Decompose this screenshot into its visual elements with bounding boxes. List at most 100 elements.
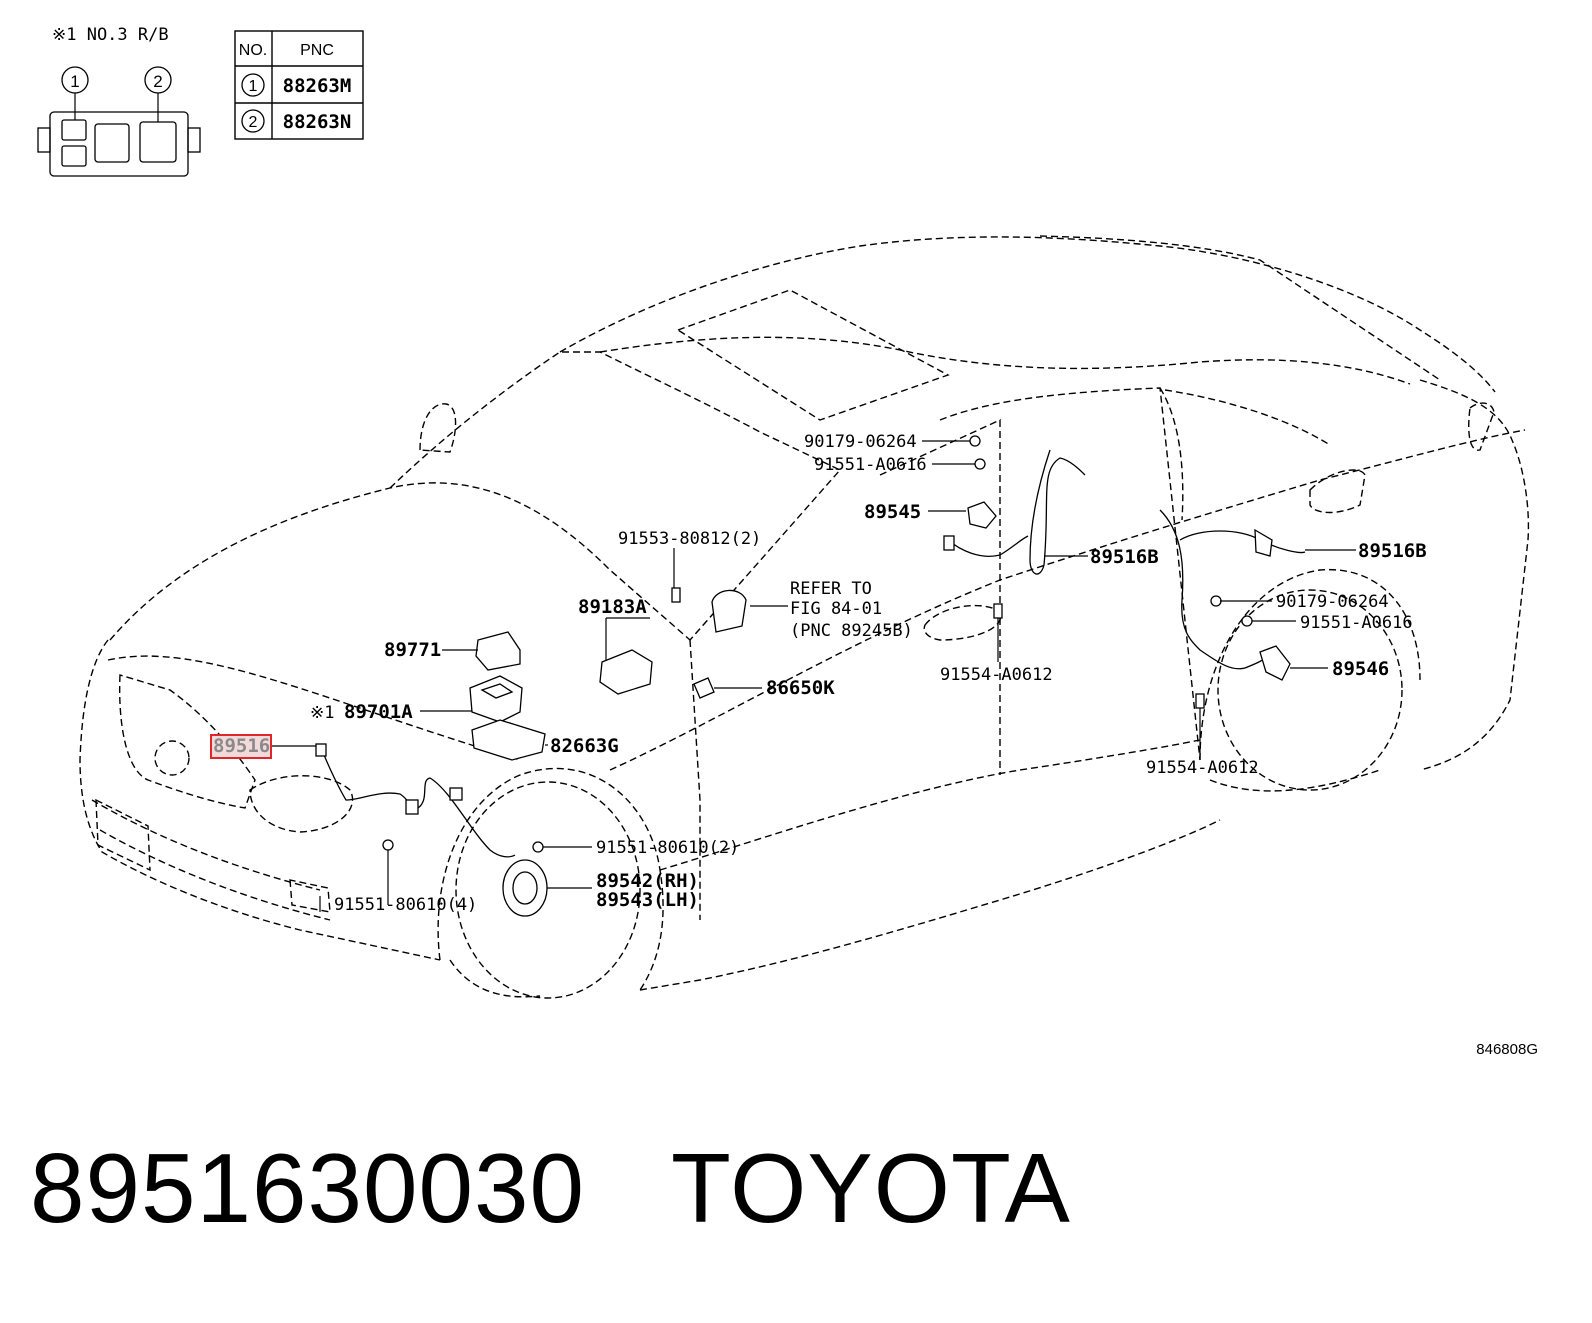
fuel-lid	[1309, 469, 1366, 514]
relay-block-tab-right	[187, 127, 201, 153]
roof-rear-line	[1039, 235, 1441, 381]
fog-lamp-left	[95, 798, 151, 872]
label-89546: 89546	[1332, 658, 1389, 680]
relay-slot-small-bottom	[61, 145, 87, 167]
rear-wheel-arch	[1199, 568, 1421, 761]
parts	[315, 435, 1306, 917]
part-89542-89543	[502, 859, 548, 917]
front-harness-connector	[315, 743, 327, 757]
rocker-line	[659, 739, 1201, 871]
grille	[118, 674, 256, 809]
front-wheel	[455, 781, 641, 999]
label-refer-line3: (PNC 89245B)	[790, 621, 913, 641]
part-82663g	[471, 719, 546, 761]
tail-lamp	[1468, 402, 1495, 451]
bolt-91551-80610-4	[382, 839, 394, 851]
label-91551-80610-2: 91551-80610(2)	[596, 838, 739, 858]
roof-edge	[559, 236, 1496, 393]
label-89516b-right: 89516B	[1358, 540, 1427, 562]
label-89771: 89771	[384, 639, 441, 661]
footer-caption: 8951630030 TOYOTA	[30, 1132, 1071, 1252]
rear-harness-right-branch	[1179, 530, 1306, 554]
pnc-row-1-no: 1	[249, 78, 258, 95]
roof-side-line	[599, 336, 1411, 385]
label-82663g: 82663G	[550, 735, 619, 757]
rear-quarter	[1419, 379, 1530, 771]
rear-harness-left	[1029, 449, 1086, 575]
side-mirror	[419, 403, 457, 453]
figure-id: 846808G	[1476, 1041, 1538, 1058]
label-90179-06264-front: 90179-06264	[1276, 592, 1389, 612]
rear-wheel	[1217, 589, 1403, 791]
relay-slot-middle	[94, 123, 130, 163]
part-89545	[967, 501, 997, 529]
label-91554-a0612-rear: 91554-A0612	[1146, 758, 1259, 778]
bolt-91551-rear	[974, 458, 986, 470]
relay-marker-1: 1	[70, 72, 79, 91]
relay-block-tab-left	[37, 127, 51, 153]
footer-brand: TOYOTA	[671, 1133, 1071, 1243]
pnc-table: NO. PNC 1 88263M 2 88263N	[234, 30, 364, 140]
label-86650k: 86650K	[766, 677, 835, 699]
bumper-lower-line	[91, 799, 321, 891]
rear-tire-bottom	[1209, 769, 1381, 792]
hood-crease	[107, 655, 521, 761]
callout-labels: 90179-06264 91551-A0616 89545 89516B 895…	[210, 432, 1427, 915]
clip-91554-rear	[1195, 693, 1205, 709]
bolt-90179-front	[1210, 595, 1222, 607]
pnc-row-2-no: 2	[249, 114, 258, 131]
label-91554-a0612-mid: 91554-A0612	[940, 665, 1053, 685]
label-89545: 89545	[864, 501, 921, 523]
label-91551-a0616-rear: 91551-A0616	[814, 455, 927, 475]
part-89701a	[469, 675, 523, 723]
part-89771	[475, 631, 521, 671]
hood-edge	[109, 482, 691, 641]
part-89546	[1259, 645, 1291, 681]
front-door-rear-edge	[879, 418, 1001, 775]
a-pillar-lower	[689, 639, 701, 920]
label-89516b-left: 89516B	[1090, 546, 1159, 568]
label-89516-highlight: 89516	[213, 735, 270, 757]
rear-harness-left-branch	[947, 535, 1029, 557]
label-refer-line1: REFER TO	[790, 579, 872, 599]
bolt-90179-rear	[969, 435, 981, 447]
rear-door	[939, 387, 1201, 761]
bumper-lip	[99, 829, 331, 921]
rear-harness-right	[1159, 509, 1271, 670]
label-90179-06264-rear: 90179-06264	[804, 432, 917, 452]
clip-91553	[671, 587, 681, 603]
pnc-header-no: NO.	[239, 42, 267, 59]
car-outline	[79, 235, 1530, 999]
fog-lamp-right	[289, 879, 331, 913]
pnc-row-1-pnc: 88263M	[283, 75, 352, 97]
footer-part-number: 8951630030	[30, 1133, 586, 1243]
part-yaw-sensor	[711, 589, 747, 633]
part-89183a	[599, 649, 653, 695]
c-pillar	[1159, 387, 1184, 521]
relay-marker-2: 2	[153, 72, 162, 91]
pnc-row-2-pnc: 88263N	[283, 111, 352, 133]
label-89183a: 89183A	[578, 596, 647, 618]
label-89701a: 89701A	[344, 701, 413, 723]
relay-block-inset: ※1 NO.3 R/B 1 2	[37, 25, 201, 177]
relay-slot-right	[139, 121, 177, 163]
label-91551-a0616-front: 91551-A0616	[1300, 613, 1413, 633]
clip-91554-mid	[993, 603, 1003, 619]
body-bottom	[639, 819, 1221, 991]
relay-block-note: ※1 NO.3 R/B	[52, 25, 169, 45]
rear-window	[1164, 389, 1331, 446]
beltline	[609, 429, 1526, 771]
label-89543: 89543(LH)	[596, 889, 699, 911]
part-86650k	[693, 677, 715, 699]
sunroof	[676, 289, 950, 421]
bolt-91551-front	[1241, 615, 1253, 627]
front-wheel-arch	[437, 767, 664, 991]
label-refer-line2: FIG 84-01	[790, 599, 882, 619]
leader-lines	[272, 440, 1356, 912]
label-91553-80812: 91553-80812(2)	[618, 529, 761, 549]
grille-emblem	[154, 740, 190, 776]
highlight-box-89516	[210, 734, 272, 759]
label-89542: 89542(RH)	[596, 870, 699, 892]
